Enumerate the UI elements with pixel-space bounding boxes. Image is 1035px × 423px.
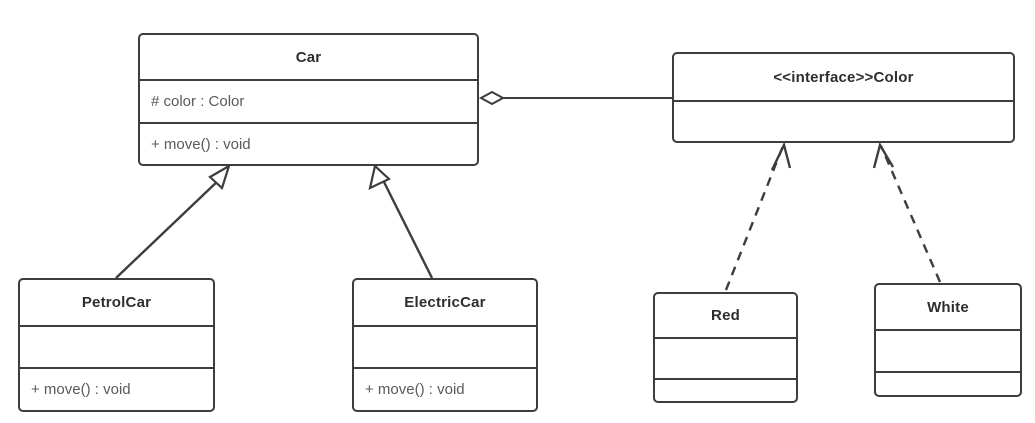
class-box-red[interactable]: Red — [653, 292, 798, 403]
hollow-triangle-icon — [368, 163, 391, 190]
class-name-car: Car — [295, 48, 322, 66]
edge-petrolcar-extends-car — [115, 163, 231, 279]
class-attributes-white-empty — [876, 329, 1020, 371]
edge-white-implements-color — [872, 141, 942, 283]
generalization-line — [115, 177, 222, 279]
class-attributes-electriccar-empty — [354, 325, 536, 367]
class-attributes-red-empty — [655, 337, 796, 378]
class-box-white[interactable]: White — [874, 283, 1022, 397]
edge-car-aggregates-color — [478, 90, 672, 106]
edge-electriccar-extends-car — [368, 163, 434, 279]
class-operation-car-move: + move() : void — [140, 122, 477, 164]
hollow-triangle-icon — [208, 163, 231, 190]
class-name-petrolcar: PetrolCar — [81, 294, 152, 311]
open-arrow-icon — [872, 141, 895, 169]
class-name-red: Red — [711, 307, 740, 324]
realization-line — [724, 145, 785, 291]
class-operation-petrolcar-move: + move() : void — [20, 367, 213, 410]
class-operations-red-empty — [655, 378, 796, 401]
class-operations-white-empty — [876, 371, 1020, 395]
class-members-color-empty — [674, 100, 1013, 141]
class-box-electriccar[interactable]: ElectricCar + move() : void — [352, 278, 538, 412]
realization-line — [879, 145, 942, 283]
class-name-electriccar: ElectricCar — [404, 294, 486, 311]
class-box-car[interactable]: Car # color : Color + move() : void — [138, 33, 479, 166]
class-name-color: <<interface>>Color — [773, 68, 914, 86]
class-operation-electriccar-move: + move() : void — [354, 367, 536, 410]
edge-red-implements-color — [724, 141, 792, 291]
generalization-line — [381, 179, 434, 279]
class-attributes-petrolcar-empty — [20, 325, 213, 367]
class-box-color[interactable]: <<interface>>Color — [672, 52, 1015, 143]
open-arrow-icon — [770, 141, 792, 171]
class-attribute-car-color: # color : Color — [140, 79, 477, 122]
hollow-diamond-icon — [478, 90, 506, 106]
class-box-petrolcar[interactable]: PetrolCar + move() : void — [18, 278, 215, 412]
class-name-white: White — [927, 298, 969, 316]
